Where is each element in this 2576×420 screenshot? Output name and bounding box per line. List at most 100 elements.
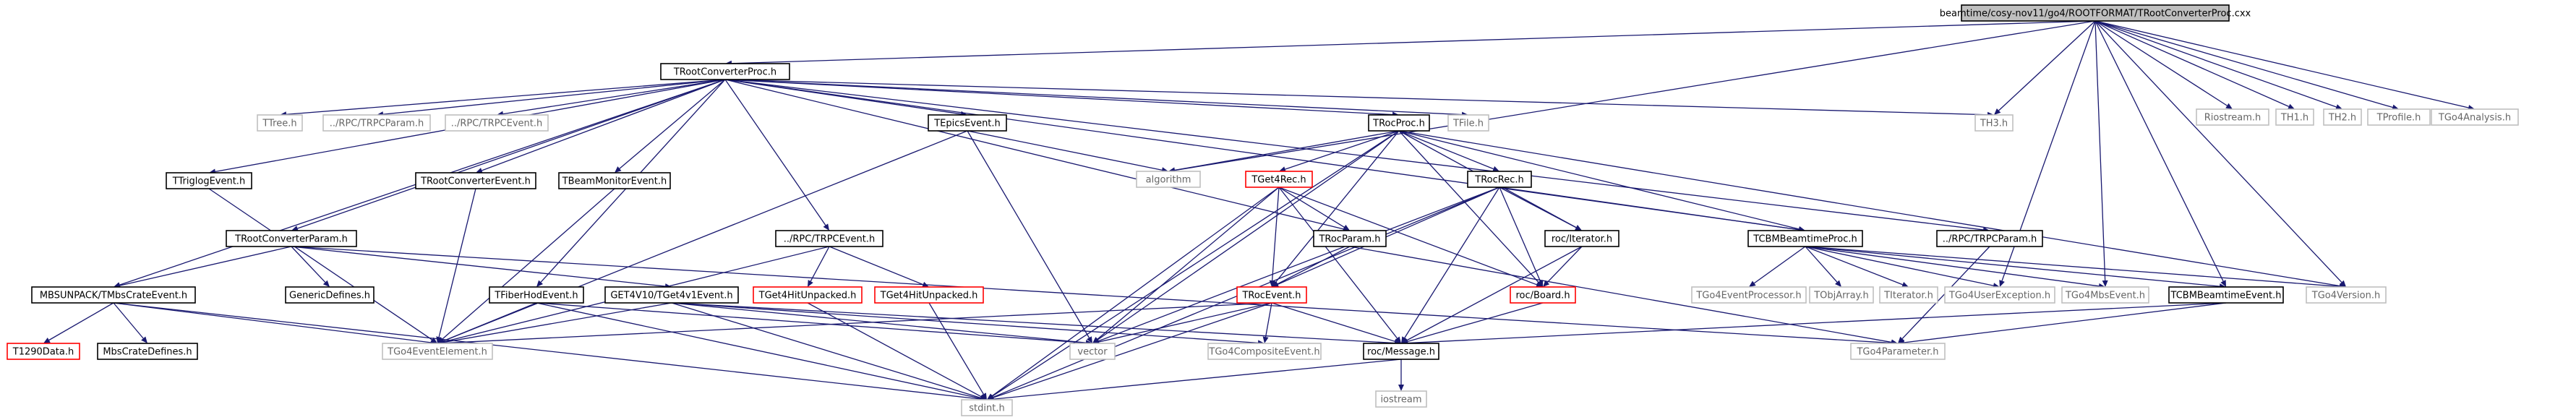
edge-line: [671, 302, 1259, 344]
edge-line: [671, 302, 1395, 344]
edge-troccparam-to-troccevent: [1272, 246, 1351, 287]
arrow-head-icon: [437, 337, 445, 343]
node-box: [97, 343, 198, 360]
node-tcbmbeamtimeevent[interactable]: TCBMBeamtimeEvent.h: [2168, 286, 2284, 304]
node-label: TGet4HitUnpacked.h: [880, 291, 978, 301]
node-vector: vector: [1069, 343, 1116, 360]
node-troccrec[interactable]: TRocRec.h: [1467, 171, 1532, 188]
node-rpc-trpcparam[interactable]: ../RPC/TRPCParam.h: [1936, 230, 2043, 247]
node-label: TGet4HitUnpacked.h: [758, 291, 857, 301]
node-root[interactable]: beamtime/cosy-nov11/go4/ROOTFORMAT/TRoot…: [1940, 4, 2251, 22]
node-tprofile: TProfile.h: [2367, 108, 2431, 126]
node-roc-board[interactable]: roc/Board.h: [1510, 286, 1576, 304]
node-troccparam[interactable]: TRocParam.h: [1313, 230, 1387, 247]
node-box: [257, 114, 303, 132]
edge-line: [1272, 187, 1280, 281]
node-box: [226, 230, 357, 247]
edge-tepicsevent-to-tgo4eventelement: [437, 130, 968, 344]
node-label: TObjArray.h: [1813, 291, 1869, 301]
node-box: [1809, 286, 1874, 304]
node-rpc-trpcevent[interactable]: ../RPC/TRPCEvent.h: [775, 230, 883, 247]
node-box: [2306, 286, 2387, 304]
node-trootconverterproc-h[interactable]: TRootConverterProc.h: [660, 63, 790, 80]
node-label: TEpicsEvent.h: [933, 119, 1001, 129]
node-tfiberhodevent[interactable]: TFiberHodEvent.h: [489, 286, 584, 304]
node-tgo4eventelement: TGo4EventElement.h: [382, 343, 493, 360]
edge-line: [1805, 246, 2100, 287]
node-mbscratedefines[interactable]: MbsCrateDefines.h: [97, 343, 198, 360]
edge-tfiberhodevent-to-vector: [536, 302, 1092, 346]
node-roc-message[interactable]: roc/Message.h: [1363, 343, 1439, 360]
node-tget4rec[interactable]: TGet4Rec.h: [1245, 171, 1313, 188]
edge-root-to-algorithm: [1168, 20, 2096, 173]
edge-line: [671, 302, 1087, 343]
edge-line: [1998, 20, 2096, 111]
node-roc-iterator[interactable]: roc/Iterator.h: [1544, 230, 1619, 247]
node-tbeammonitorevent[interactable]: TBeamMonitorEvent.h: [558, 172, 671, 189]
node-trocproc[interactable]: TRocProc.h: [1368, 114, 1430, 132]
node-tcbmbeamtimeproc[interactable]: TCBMBeamtimeProc.h: [1747, 230, 1863, 247]
edge-line: [810, 246, 830, 282]
node-box: [322, 114, 431, 132]
edge-line: [1805, 246, 1903, 286]
node-ttriglogevent[interactable]: TTriglogEvent.h: [166, 172, 252, 189]
edge-line: [1098, 302, 1272, 343]
edge-trocproc-to-tgo4version: [1398, 130, 2346, 289]
node-label: TGo4Analysis.h: [2438, 113, 2511, 124]
edge-line: [2094, 20, 2342, 283]
edge-troccevent-to-tgo4compositeevent: [1262, 302, 1272, 343]
node-box: [2367, 108, 2431, 126]
node-box: [660, 63, 790, 80]
edge-root-to-trootconverterproc_h: [725, 20, 2096, 67]
edge-line: [2094, 20, 2393, 108]
node-box: [874, 286, 984, 304]
edge-line: [1499, 187, 1541, 282]
node-trootconverterparam[interactable]: TRootConverterParam.h: [226, 230, 357, 247]
edge-tfiberhodevent-to-stdint: [536, 302, 987, 402]
node-rpc-trpcevent-sys: ../RPC/TRPCEvent.h: [445, 114, 549, 132]
edge-trocproc-to-algorithm: [1168, 130, 1400, 173]
node-tget4hitunpacked-b[interactable]: TGet4HitUnpacked.h: [874, 286, 984, 304]
edge-root-to-tgo4version: [2094, 20, 2346, 287]
edge-line: [1398, 130, 1539, 283]
arrow-head-icon: [808, 280, 813, 287]
node-genericdefines[interactable]: GenericDefines.h: [285, 286, 375, 304]
edge-tcbmbeamtimeevent-to-tgo4parameter: [1898, 302, 2227, 346]
edge-line: [731, 20, 2096, 64]
edge-trootconverterproc_h-to-rpc_trpcevent: [724, 79, 829, 231]
edge-tget4rec-to-roc_board: [1278, 187, 1543, 288]
edge-tget4rec-to-stdint: [987, 187, 1280, 400]
node-label: TCBMBeamtimeEvent.h: [2170, 291, 2282, 301]
node-th1: TH1.h: [2275, 108, 2314, 126]
node-box: [1936, 230, 2043, 247]
node-label: TGet4Rec.h: [1251, 175, 1306, 186]
edge-trootconverterproc_h-to-th3: [724, 79, 1994, 118]
node-troccevent[interactable]: TRocEvent.h: [1236, 286, 1307, 304]
node-label: TTree.h: [262, 119, 296, 129]
arrow-head-icon: [1262, 336, 1269, 343]
node-label: vector: [1077, 347, 1108, 358]
node-box: [2323, 108, 2362, 126]
node-tget4hitunpacked-a[interactable]: TGet4HitUnpacked.h: [753, 286, 863, 304]
edge-line: [671, 302, 981, 398]
edge-line: [1407, 302, 2227, 344]
node-tepicsevent[interactable]: TEpicsEvent.h: [928, 114, 1007, 132]
node-box: [753, 286, 863, 304]
edge-trootconverterproc_h-to-trootconverterparam: [291, 79, 726, 231]
node-get4v10[interactable]: GET4V10/TGet4v1Event.h: [604, 286, 739, 304]
edge-trootconverterproc_h-to-tfile: [724, 79, 1468, 118]
arrow-head-icon: [2335, 104, 2342, 110]
edge-line: [1097, 130, 1400, 340]
edge-root-to-th3: [1994, 20, 2096, 115]
node-t1290data[interactable]: T1290Data.h: [7, 343, 80, 360]
edge-mbsunpack-to-t1290data: [43, 302, 114, 343]
edge-tget4rec-to-vector: [1092, 187, 1280, 343]
edge-tcbmbeamtimeproc-to-titerator: [1805, 246, 1909, 288]
node-mbsunpack[interactable]: MBSUNPACK/TMbsCrateEvent.h: [31, 286, 196, 304]
edge-line: [1805, 246, 2340, 287]
node-trootconverterevent[interactable]: TRootConverterEvent.h: [415, 172, 536, 189]
node-box: [1363, 343, 1439, 360]
edge-trootconverterevent-to-tgo4eventelement: [436, 188, 476, 343]
node-box: [775, 230, 883, 247]
